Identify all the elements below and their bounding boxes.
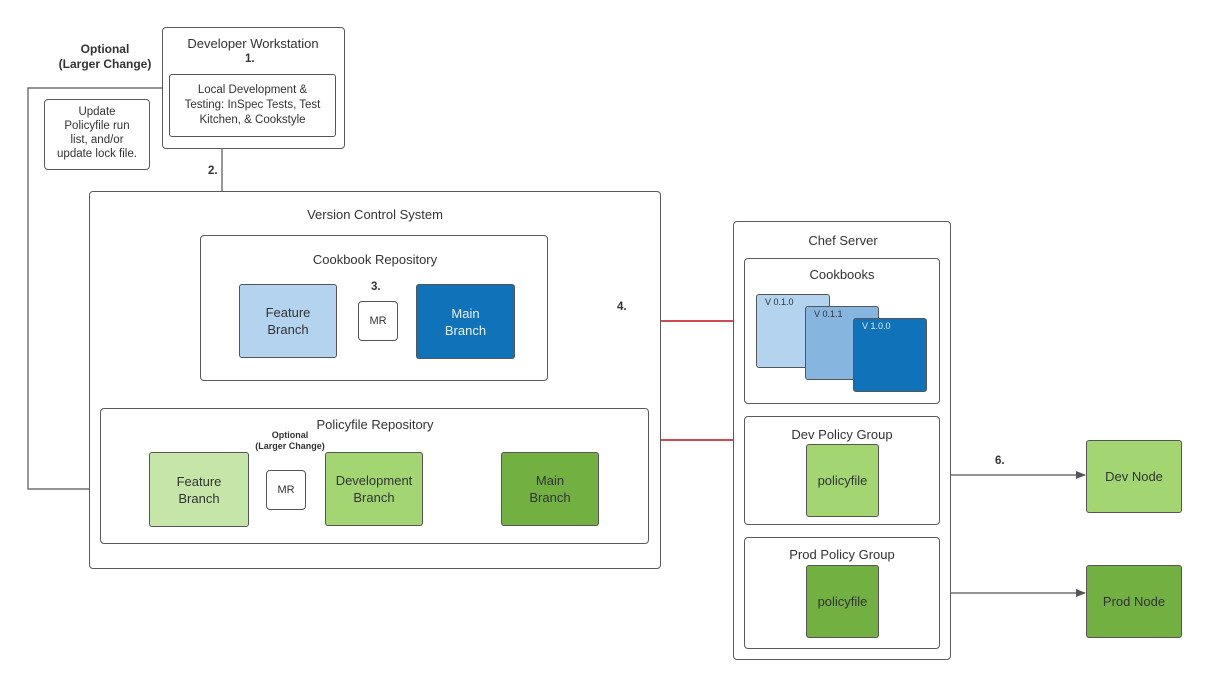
step-4-label: 4. (617, 301, 627, 313)
optional-policy-path-arrow (27, 87, 163, 493)
cookbooks-title: Cookbooks (809, 267, 875, 282)
step-3-label: 3. (371, 281, 381, 293)
developer-workstation-title: Developer Workstation (187, 36, 319, 51)
cookbook-feature-branch: Feature Branch (239, 284, 337, 358)
policy-feature-branch: Feature Branch (149, 452, 249, 527)
dev-policyfile: policyfile (806, 444, 879, 517)
developer-workstation: Developer Workstation 1. Local Developme… (162, 27, 345, 149)
policyfile-repository-title: Policyfile Repository (316, 417, 434, 432)
local-development-testing: Local Development & Testing: InSpec Test… (169, 74, 336, 137)
cookbook-version-2-label: V 0.1.1 (814, 309, 843, 319)
policy-main-branch: Main Branch (501, 452, 599, 526)
step-6-label: 6. (995, 455, 1005, 467)
cookbook-mr: MR (358, 301, 398, 341)
cookbook-version-1-label: V 0.1.0 (765, 297, 794, 307)
prod-policy-group-title: Prod Policy Group (789, 547, 895, 562)
dev-policy-group-title: Dev Policy Group (791, 427, 893, 442)
cookbook-repository-title: Cookbook Repository (312, 252, 438, 267)
cookbook-version-3-label: V 1.0.0 (862, 321, 891, 331)
chef-server-title: Chef Server (808, 233, 878, 248)
optional-larger-change-note: Optional (Larger Change) (58, 42, 152, 71)
prod-policyfile: policyfile (806, 565, 879, 638)
step-1-label: 1. (245, 53, 255, 65)
policy-development-branch: Development Branch (325, 452, 423, 526)
dev-node: Dev Node (1086, 440, 1182, 513)
policy-optional-note: Optional (Larger Change) (255, 430, 325, 451)
version-control-system-title: Version Control System (307, 207, 443, 222)
update-policyfile-note: Update Policyfile run list, and/or updat… (44, 99, 150, 170)
policy-mr: MR (266, 470, 306, 510)
cookbook-version-3: V 1.0.0 (853, 318, 927, 392)
cookbook-main-branch: Main Branch (416, 284, 515, 359)
update-policyfile-note-text: Update Policyfile run list, and/or updat… (57, 106, 137, 160)
prod-node: Prod Node (1086, 565, 1182, 638)
step-2-label: 2. (208, 165, 218, 177)
